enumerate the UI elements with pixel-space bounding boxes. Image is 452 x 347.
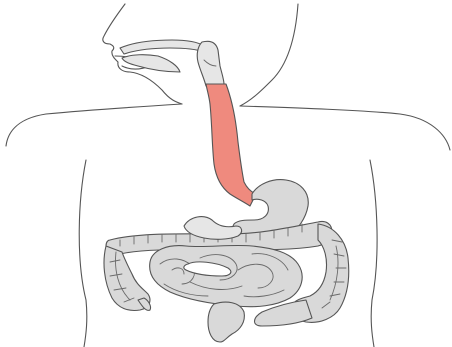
rectum xyxy=(208,302,244,342)
esophagus xyxy=(206,84,256,206)
torso-left xyxy=(79,160,87,347)
palate xyxy=(120,40,204,54)
pharynx xyxy=(197,41,224,86)
torso-right xyxy=(370,160,377,347)
oral-cavity xyxy=(120,40,224,86)
head-face-profile xyxy=(103,4,182,104)
shoulder-left xyxy=(6,104,182,146)
tongue xyxy=(122,55,180,72)
neck-back xyxy=(240,4,298,106)
shoulder-right xyxy=(240,106,450,150)
small-intestine xyxy=(150,245,303,306)
